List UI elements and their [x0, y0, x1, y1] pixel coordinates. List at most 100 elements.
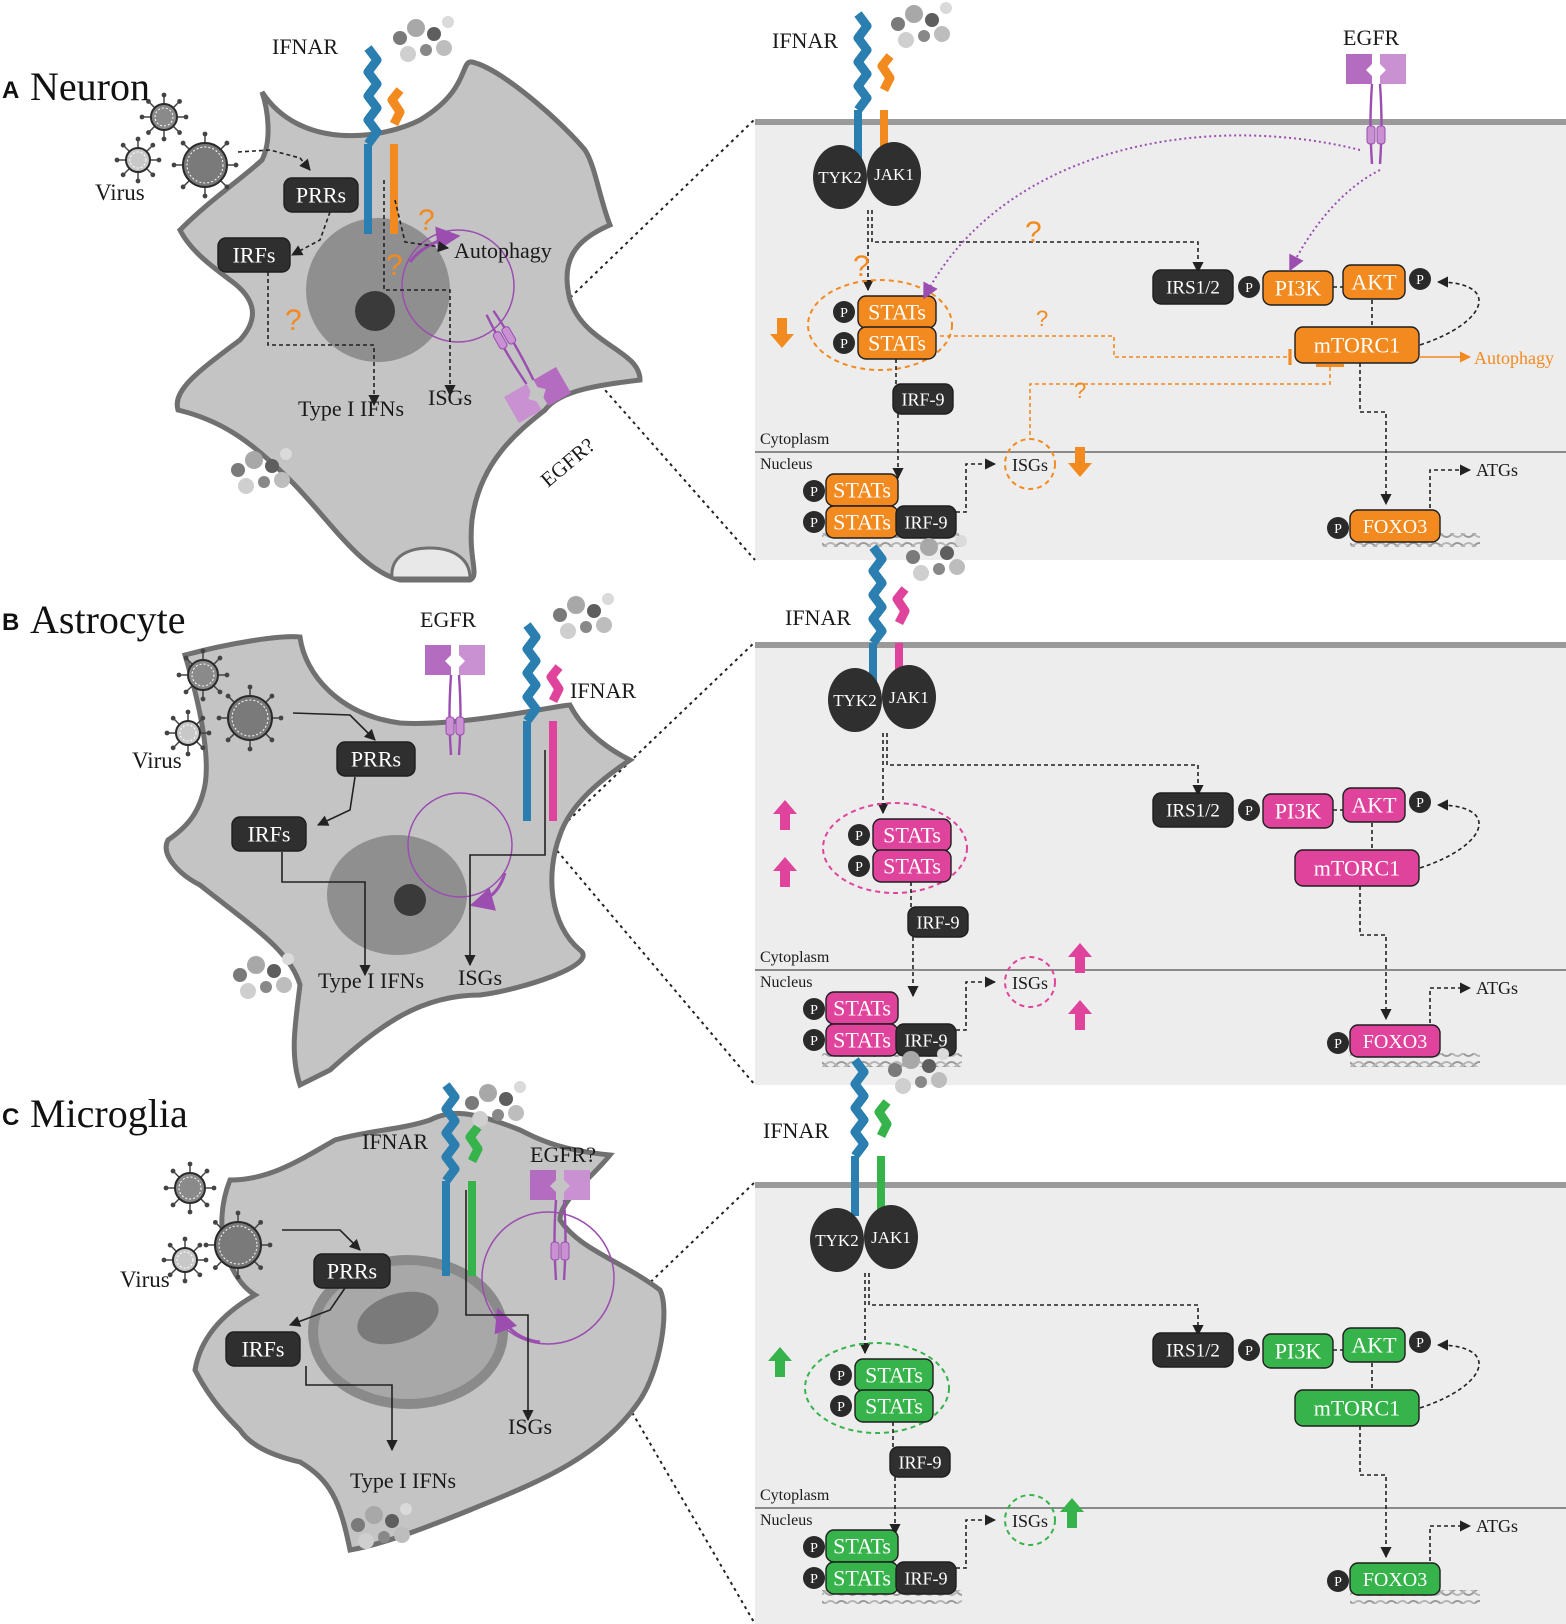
- zoom-guide-lines: [589, 1181, 756, 1624]
- pi3k-label: PI3K: [1275, 1339, 1322, 1364]
- ifn-molecule: [238, 478, 254, 494]
- ifn-molecule: [906, 550, 920, 564]
- irf9-nuclear-label: IRF-9: [904, 1568, 947, 1588]
- pathway-question-3: ?: [1036, 306, 1048, 331]
- akt-group: AKT: [1342, 264, 1406, 300]
- astrocyte-loop-arrow: [469, 872, 507, 911]
- ifn-molecule: [393, 31, 407, 45]
- virus-spike-tip: [170, 1168, 176, 1174]
- ifn-molecule: [427, 27, 441, 41]
- stats-2-group: STATs: [857, 326, 937, 360]
- ifn-molecule: [358, 1533, 374, 1549]
- astrocyte-irfs-group: IRFs: [231, 816, 307, 852]
- astrocyte-ifn-cluster: [553, 593, 614, 639]
- pathway-question-1: ?: [1025, 216, 1042, 249]
- egfr-label: EGFR?: [530, 1142, 596, 1167]
- virus-spike-tip: [156, 157, 162, 163]
- stats-2-box: [857, 326, 937, 360]
- virus-spike-tip: [167, 1242, 173, 1248]
- ifn-molecule: [553, 608, 567, 622]
- egfr-tm-right: [485, 314, 528, 385]
- mtorc1-feedback-arrow: [1419, 276, 1480, 346]
- ifn-molecule: [258, 476, 270, 488]
- neuron-egfr-receptor: [485, 310, 571, 423]
- irf9-cyto-label: IRF-9: [898, 1452, 941, 1472]
- pi3k-group: PI3K: [1262, 1333, 1334, 1369]
- virus-spike-tip: [170, 715, 176, 721]
- irf9-nuclear-group: IRF-9: [895, 1023, 957, 1057]
- egfr-left-domain: [1346, 54, 1372, 84]
- virus-spike-tip: [150, 142, 156, 148]
- virus-to-prrs-arrow: [237, 149, 311, 171]
- microglia-prrs-box: [313, 1253, 391, 1289]
- akt-box: [1342, 787, 1406, 823]
- virus-small-2: [114, 136, 162, 184]
- prrs-to-irfs-arrow: [291, 211, 331, 256]
- nuclear-stats-1-group: STATs: [825, 1529, 899, 1563]
- nstat1-p-badge-label: P: [810, 485, 818, 500]
- pathway-ifnar-receptor: [850, 1057, 892, 1216]
- panel-letter: B: [2, 609, 19, 636]
- virus-inner-ring: [154, 107, 174, 127]
- egfr-tm-right: [457, 674, 462, 756]
- ifn-molecule: [580, 621, 592, 633]
- ifn-molecule: [918, 30, 930, 42]
- astrocyte-irfs-box: [231, 816, 307, 852]
- foxo3-group: FOXO3: [1349, 1024, 1441, 1058]
- pathway-ifnar-receptor: [853, 11, 895, 170]
- tyk2-label: TYK2: [833, 691, 876, 710]
- foxo3-to-atgs-arrow: [1429, 1520, 1472, 1561]
- virus-spike-tip: [235, 1274, 241, 1280]
- ifn-molecule: [260, 981, 272, 993]
- virus-small-1: [139, 92, 189, 142]
- astrocyte-ifn-cluster-lower: [233, 953, 294, 999]
- ifn-molecule: [888, 1063, 902, 1077]
- virus-spike-tip: [224, 672, 230, 678]
- ifnar2-chain: [874, 1099, 892, 1139]
- stat2-p-badge-circle: [848, 855, 870, 877]
- ifn-molecule: [276, 977, 292, 993]
- stat2-p-badge-label: P: [840, 337, 848, 352]
- nuclear-stats-1-label: STATs: [833, 996, 891, 1021]
- microglia-irfs-label: IRFs: [242, 1337, 285, 1362]
- virus-label: Virus: [132, 748, 182, 773]
- irf9-cyto-group: IRF-9: [907, 906, 969, 938]
- ifn-molecule: [913, 565, 929, 581]
- ifn-molecule: [920, 538, 938, 556]
- pathway-egfr-receptor: [1346, 54, 1406, 165]
- ifn-molecule: [902, 1051, 920, 1069]
- ifn-molecule: [567, 596, 585, 614]
- virus-large: [216, 684, 284, 752]
- ifn-molecule: [479, 1084, 497, 1102]
- ifn-molecule: [940, 2, 952, 14]
- ifnar2-tail: [549, 721, 557, 821]
- pathway-egfr-label: EGFR: [1343, 25, 1400, 50]
- egfr-label: EGFR?: [536, 433, 600, 492]
- akt-p-badge-circle: [1409, 268, 1431, 290]
- ifn-molecule: [931, 1072, 947, 1088]
- nstat1-p-badge-circle: [803, 480, 825, 502]
- ifn-molecule: [365, 1506, 383, 1524]
- microglia-irfs-box: [225, 1331, 301, 1367]
- egfr-right-domain: [564, 1170, 590, 1200]
- virus-spike-tip: [180, 184, 186, 190]
- virus-spike-tip: [139, 114, 145, 120]
- ifn-molecule: [407, 19, 425, 37]
- irf9-cyto-label: IRF-9: [916, 912, 959, 932]
- virus-large: [171, 131, 239, 199]
- ifnar-to-isgs-arrow: [464, 750, 546, 967]
- egfr-kinase-right: [560, 1241, 570, 1261]
- microglia-ifnar-receptor: [441, 1082, 483, 1276]
- virus-spike-tip: [146, 99, 151, 104]
- stats-1-group: STATs: [872, 818, 952, 852]
- isgs-nuclear-label: ISGs: [1012, 973, 1048, 993]
- microglia-ifn-cluster: [465, 1081, 526, 1127]
- jak1-label: JAK1: [871, 1228, 911, 1247]
- egfr-right-domain: [459, 645, 485, 675]
- ifn-molecule: [394, 1527, 410, 1543]
- akt-box: [1342, 264, 1406, 300]
- pi3k-p-badge-circle: [1238, 799, 1260, 821]
- nucleus-label: Nucleus: [760, 1512, 812, 1529]
- egfr-kinase-right: [492, 331, 508, 350]
- nuclear-stats-2-group: STATs: [825, 1561, 899, 1595]
